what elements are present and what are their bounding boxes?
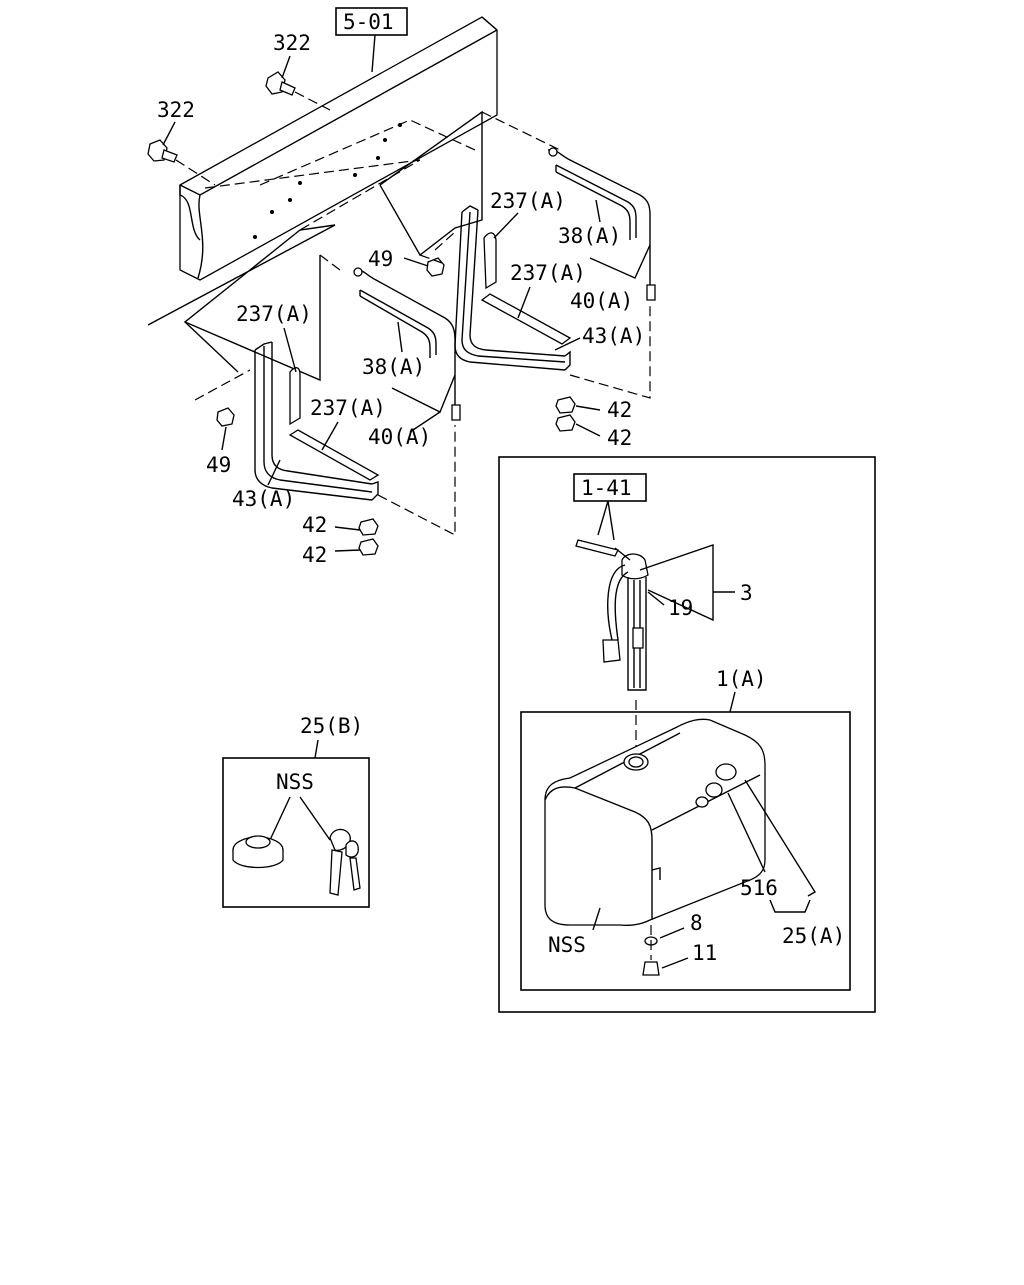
bolt-322-lower — [147, 139, 178, 163]
callout-38A-left: 38(A) — [362, 355, 425, 379]
cap-set-frame — [222, 757, 370, 908]
callout-drain-plug: 11 — [692, 941, 717, 965]
callout-43A-right: 43(A) — [582, 324, 645, 348]
callout-322-lower: 322 — [157, 98, 195, 122]
fuel-cap — [232, 835, 284, 869]
callout-cap-set-b: 25(B) — [300, 714, 363, 738]
frame-rail — [179, 16, 498, 281]
callout-237A-right-lower: 237(A) — [510, 261, 586, 285]
nut-42-left-1 — [358, 518, 379, 536]
gauge-ref-label: 1-41 — [581, 476, 632, 500]
frame-ref-label: 5-01 — [343, 10, 394, 34]
fuel-tank — [544, 718, 766, 926]
callout-40A-right: 40(A) — [570, 289, 633, 313]
callout-42-right-2: 42 — [607, 426, 632, 450]
gauge-ref-box — [573, 473, 647, 502]
callout-42-left-2: 42 — [302, 543, 327, 567]
callout-tank-nss: NSS — [548, 933, 586, 957]
nut-42-right-2 — [555, 414, 576, 432]
bolt-322-upper — [265, 71, 296, 96]
callout-322-upper: 322 — [273, 31, 311, 55]
callout-gasket: 19 — [668, 596, 693, 620]
tank-detail-frame — [498, 456, 876, 1013]
nut-42-left-2 — [358, 538, 379, 556]
callout-49-right: 49 — [368, 247, 393, 271]
callout-42-left-1: 42 — [302, 513, 327, 537]
callout-washer: 8 — [690, 911, 703, 935]
callout-237A-left-upper: 237(A) — [236, 302, 312, 326]
callout-43A-left: 43(A) — [232, 487, 295, 511]
frame-ref-box — [335, 7, 408, 36]
callout-237A-left-lower: 237(A) — [310, 396, 386, 420]
callout-237A-right-upper: 237(A) — [490, 189, 566, 213]
callout-seal: 516 — [740, 876, 778, 900]
nut-49-left — [216, 407, 235, 427]
drain-plug-11 — [642, 961, 660, 976]
callout-cap-set-a: 25(A) — [782, 924, 845, 948]
callout-40A-left: 40(A) — [368, 425, 431, 449]
cap-keys — [329, 828, 361, 896]
callout-49-left: 49 — [206, 453, 231, 477]
bracket-assembly-left — [147, 224, 461, 536]
bracket-assembly-right — [379, 110, 656, 399]
callout-38A-right: 38(A) — [558, 224, 621, 248]
callout-tank: 1(A) — [716, 667, 767, 691]
callout-gauge-unit: 3 — [740, 581, 753, 605]
callout-42-right-1: 42 — [607, 398, 632, 422]
nut-42-right-1 — [555, 396, 576, 414]
fuel-gauge-unit — [602, 547, 649, 691]
tank-subframe — [520, 711, 851, 991]
callout-cap-nss: NSS — [276, 770, 314, 794]
